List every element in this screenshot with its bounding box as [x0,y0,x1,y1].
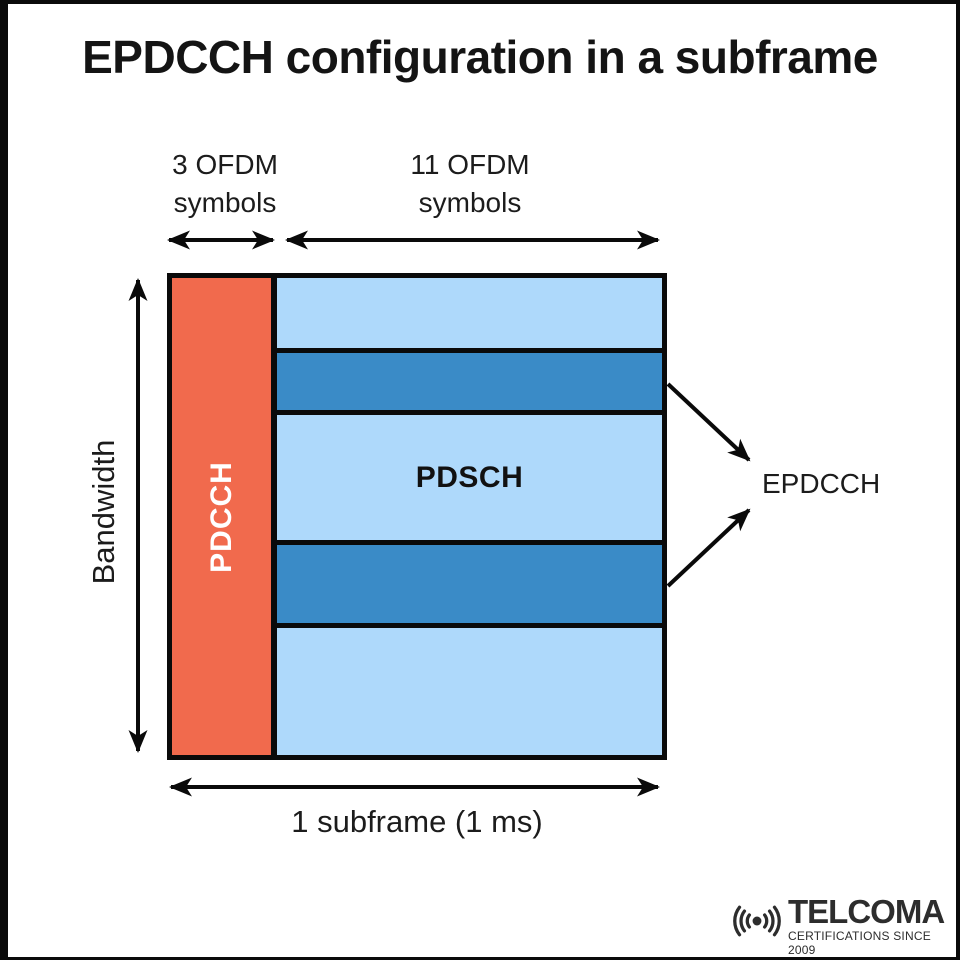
figure-title: EPDCCH configuration in a subframe [82,31,878,83]
telcoma-logo: TELCOMA CERTIFICATIONS SINCE 2009 [728,893,960,957]
pdsch-band-middle: PDSCH [277,415,662,540]
label-3-ofdm-symbols: 3 OFDM symbols [172,149,278,218]
epdcch-band-lower [277,545,662,623]
label-1-subframe: 1 subframe (1 ms) [291,804,543,839]
pdsch-epdcch-column: PDSCH [277,278,662,755]
pdcch-region: PDCCH [172,278,277,755]
label-epdcch: EPDCCH [762,468,881,499]
pdsch-band-top [277,278,662,348]
pdsch-band-bottom [277,628,662,755]
logo-text-block: TELCOMA CERTIFICATIONS SINCE 2009 [788,893,960,957]
pdsch-region-label: PDSCH [415,460,524,494]
logo-brand-name: TELCOMA [788,893,945,930]
logo-tagline: CERTIFICATIONS SINCE 2009 [788,929,931,957]
epdcch-pointer-arrow-lower [666,508,751,588]
subframe-grid: PDCCH PDSCH [167,273,667,760]
radio-signal-icon [733,905,781,937]
epdcch-pointer-arrow-upper [666,382,751,462]
epdcch-band-upper [277,353,662,410]
label-11-ofdm-symbols: 11 OFDM symbols [410,149,530,218]
